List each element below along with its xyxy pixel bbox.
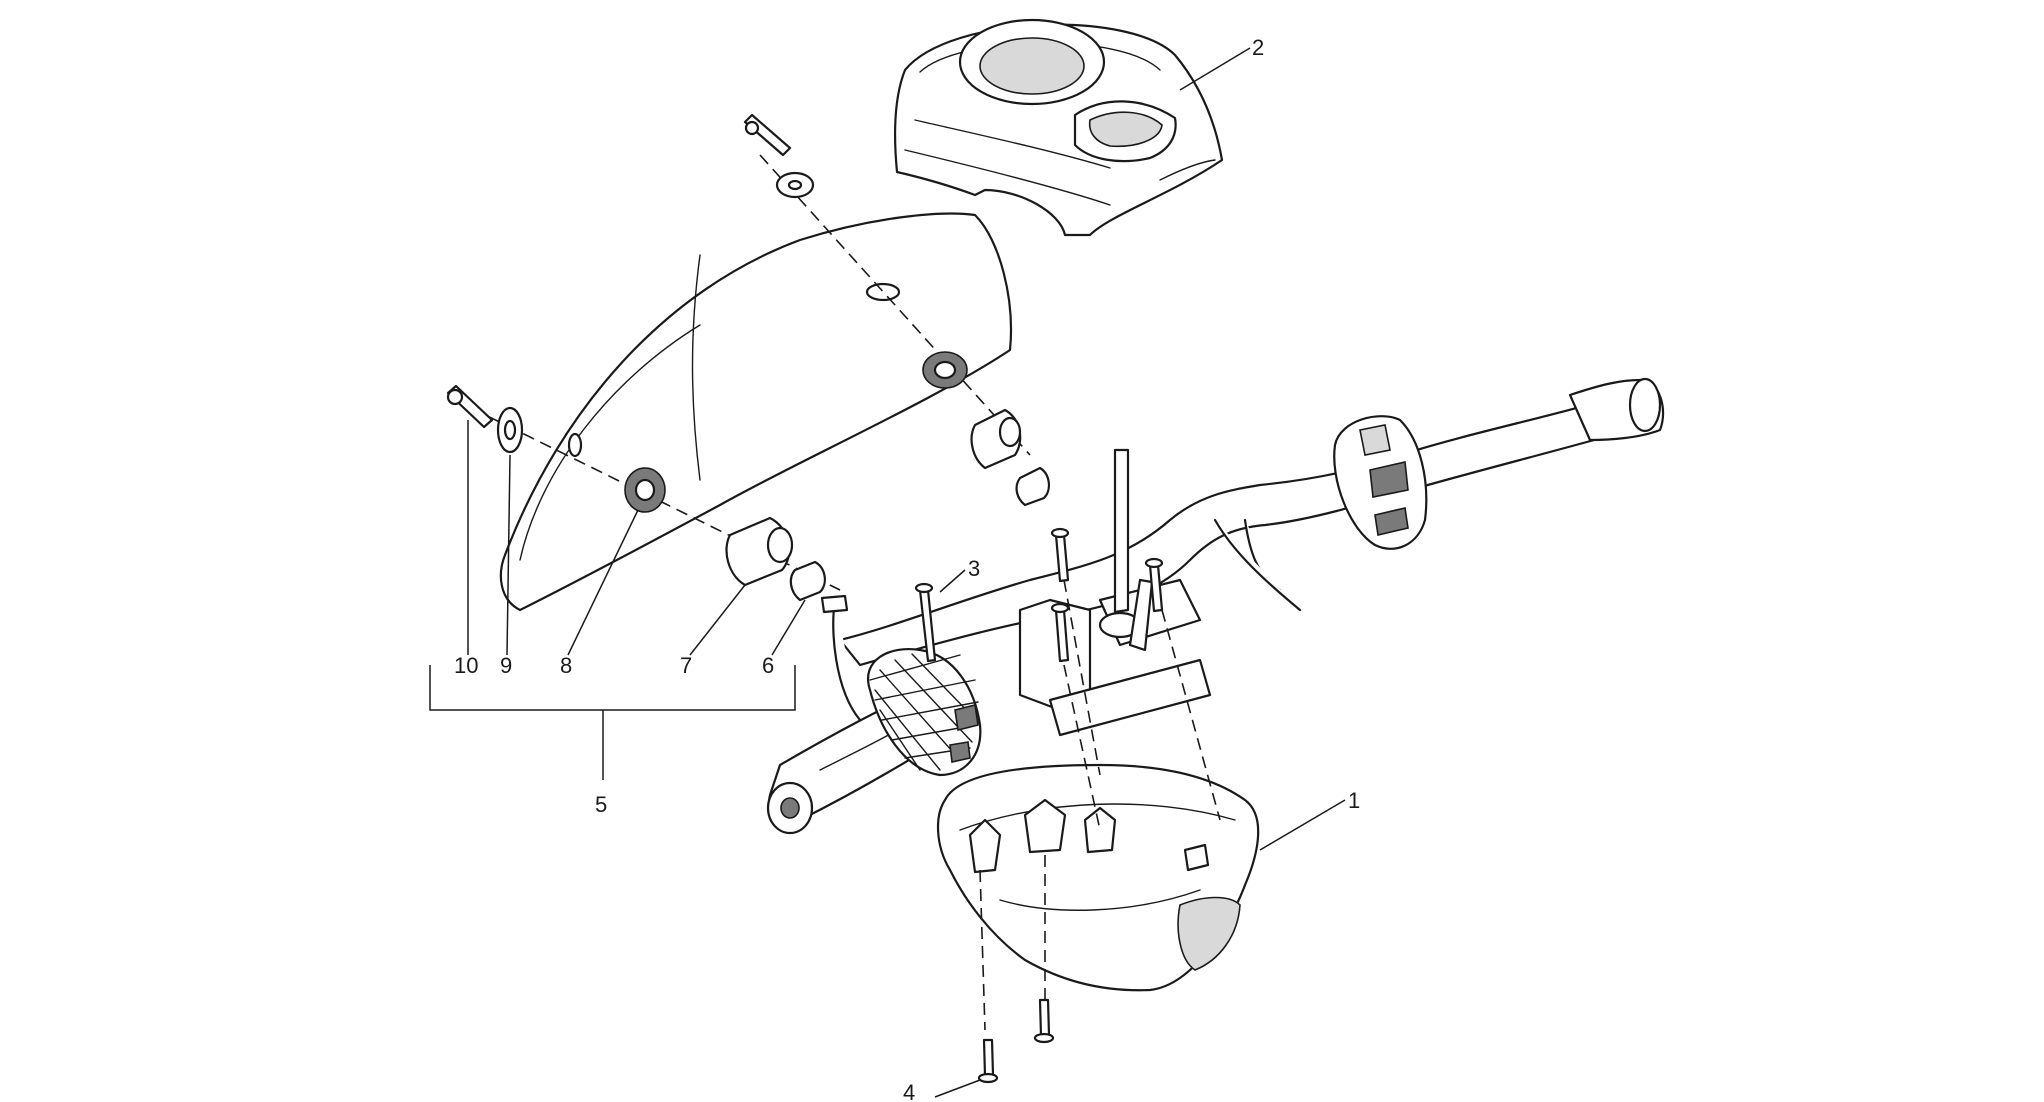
callout-1: 1 [1348, 788, 1360, 813]
handlebar [766, 377, 1665, 835]
callout-2: 2 [1252, 35, 1264, 60]
right-switch-housing [1333, 415, 1428, 550]
upper-handlebar-cover [894, 18, 1224, 237]
screw-3 [914, 582, 937, 663]
callout-leaders [429, 47, 1346, 1098]
callout-5: 5 [595, 792, 607, 817]
screw-4b [1033, 998, 1055, 1044]
callout-10: 10 [454, 653, 478, 678]
left-switch-housing [867, 647, 982, 777]
callout-6: 6 [762, 653, 774, 678]
windshield-lower-mount [446, 384, 841, 602]
windshield-upper-mount [743, 113, 1050, 507]
callout-labels: 1 2 3 4 5 6 7 8 9 10 [454, 35, 1360, 1102]
mounting-boss [968, 798, 1210, 874]
screw-10 [446, 384, 494, 429]
lower-handlebar-cover [936, 763, 1260, 992]
callout-7: 7 [680, 653, 692, 678]
handlebar-clamp [1018, 448, 1212, 737]
callout-9: 9 [500, 653, 512, 678]
brake-cable [820, 594, 862, 722]
windshield [499, 212, 1013, 612]
screw-4 [977, 1038, 999, 1084]
callout-3: 3 [968, 556, 980, 581]
callout-4: 4 [903, 1080, 915, 1102]
screw-top [743, 113, 792, 157]
callout-8: 8 [560, 653, 572, 678]
screws [914, 527, 1221, 1084]
